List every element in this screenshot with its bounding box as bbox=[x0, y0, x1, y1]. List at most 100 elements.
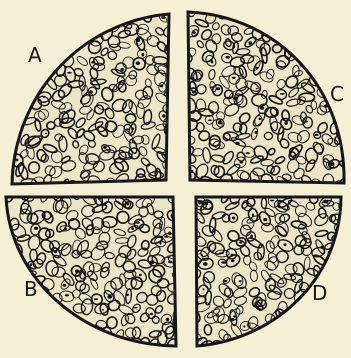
cell-speck bbox=[54, 250, 58, 253]
cell-speck bbox=[161, 16, 165, 19]
cell-outline bbox=[39, 328, 58, 345]
cell-speck bbox=[203, 288, 205, 290]
cell-outline bbox=[11, 343, 25, 358]
cell-outline bbox=[44, 3, 60, 19]
cell-outline bbox=[1, 303, 10, 312]
cell-outline bbox=[2, 26, 20, 43]
cell-outline bbox=[12, 17, 28, 25]
cell-outline bbox=[237, 341, 253, 356]
cell-outline bbox=[273, 325, 285, 338]
cell-speck bbox=[254, 131, 257, 134]
cell-outline bbox=[325, 323, 339, 335]
cell-outline bbox=[261, 335, 275, 350]
cell-outline bbox=[307, 29, 320, 40]
cell-speck bbox=[169, 10, 174, 13]
cell-outline bbox=[290, 339, 304, 351]
cell-outline bbox=[284, 327, 294, 337]
cell-speck bbox=[224, 13, 227, 16]
cell-speck bbox=[305, 121, 308, 123]
cell-speck bbox=[264, 353, 267, 356]
cell-outline bbox=[333, 313, 351, 332]
cell-outline bbox=[7, 294, 21, 310]
cell-speck bbox=[318, 352, 323, 356]
cell-outline bbox=[291, 21, 302, 32]
cell-outline bbox=[22, 351, 32, 358]
cell-outline bbox=[220, 348, 231, 358]
cell-speck bbox=[34, 227, 38, 230]
cell-speck bbox=[298, 305, 300, 309]
cell-speck bbox=[231, 260, 235, 263]
cell-speck bbox=[208, 119, 212, 121]
cell-speck bbox=[230, 318, 234, 320]
cell-speck bbox=[267, 18, 271, 20]
cell-speck bbox=[165, 349, 168, 351]
cell-outline bbox=[90, 340, 99, 352]
cell-speck bbox=[162, 114, 165, 118]
cell-outline bbox=[325, 348, 336, 358]
cell-speck bbox=[192, 92, 197, 94]
cell-outline bbox=[1, 352, 16, 358]
cell-outline bbox=[328, 6, 341, 18]
cell-speck bbox=[309, 323, 314, 326]
cell-outline bbox=[305, 316, 315, 325]
cell-outline bbox=[20, 313, 30, 324]
cell-outline bbox=[333, 348, 344, 358]
cell-outline bbox=[49, 305, 59, 313]
cell-outline bbox=[64, 11, 78, 26]
cell-speck bbox=[260, 107, 265, 110]
cell-speck bbox=[334, 21, 339, 25]
cell-outline bbox=[245, 10, 256, 20]
cell-outline bbox=[30, 11, 42, 25]
cell-speck bbox=[142, 53, 145, 57]
cell-speck bbox=[93, 345, 98, 348]
cell-outline bbox=[327, 279, 345, 297]
cell-speck bbox=[107, 295, 112, 299]
cell-outline bbox=[64, 333, 81, 349]
cell-outline bbox=[302, 321, 319, 332]
cell-speck bbox=[102, 309, 104, 311]
cell-outline bbox=[102, 354, 112, 358]
cell-speck bbox=[270, 200, 274, 202]
cell-outline bbox=[17, 324, 30, 335]
cell-outline bbox=[45, 16, 60, 27]
cell-speck bbox=[309, 350, 311, 353]
cell-outline bbox=[38, 309, 51, 316]
cell-speck bbox=[140, 9, 144, 11]
cell-speck bbox=[24, 352, 29, 355]
cell-outline bbox=[75, 4, 86, 20]
cell-outline bbox=[66, 327, 76, 335]
cell-outline bbox=[58, 14, 71, 26]
cell-speck bbox=[218, 121, 222, 125]
cell-outline bbox=[52, 309, 70, 328]
cell-outline bbox=[22, 11, 36, 26]
quadrant-d bbox=[186, 191, 351, 358]
cell-outline bbox=[322, 64, 334, 76]
cell-speck bbox=[139, 274, 142, 276]
cell-speck bbox=[300, 43, 303, 45]
cell-outline bbox=[297, 14, 311, 27]
cell-speck bbox=[26, 81, 28, 84]
cell-speck bbox=[295, 336, 298, 339]
cell-outline bbox=[22, 68, 37, 83]
cell-speck bbox=[235, 142, 240, 145]
cell-outline bbox=[294, 342, 307, 356]
cell-speck bbox=[278, 28, 280, 30]
cell-outline bbox=[47, 346, 61, 358]
cell-outline bbox=[286, 318, 302, 331]
cell-speck bbox=[301, 20, 306, 22]
label-b: B bbox=[24, 277, 38, 301]
cell-outline bbox=[6, 37, 16, 51]
cell-outline bbox=[44, 338, 59, 351]
cell-outline bbox=[6, 337, 20, 353]
cell-outline bbox=[24, 306, 37, 317]
cell-outline bbox=[307, 19, 318, 29]
cell-outline bbox=[312, 14, 327, 22]
cell-outline bbox=[92, 10, 103, 21]
cell-outline bbox=[96, 336, 112, 348]
cell-outline bbox=[257, 15, 268, 25]
cell-outline bbox=[342, 276, 348, 284]
cell-outline bbox=[244, 346, 257, 356]
label-c: C bbox=[330, 82, 344, 106]
cell-outline bbox=[38, 348, 51, 358]
cell-outline bbox=[293, 332, 301, 342]
